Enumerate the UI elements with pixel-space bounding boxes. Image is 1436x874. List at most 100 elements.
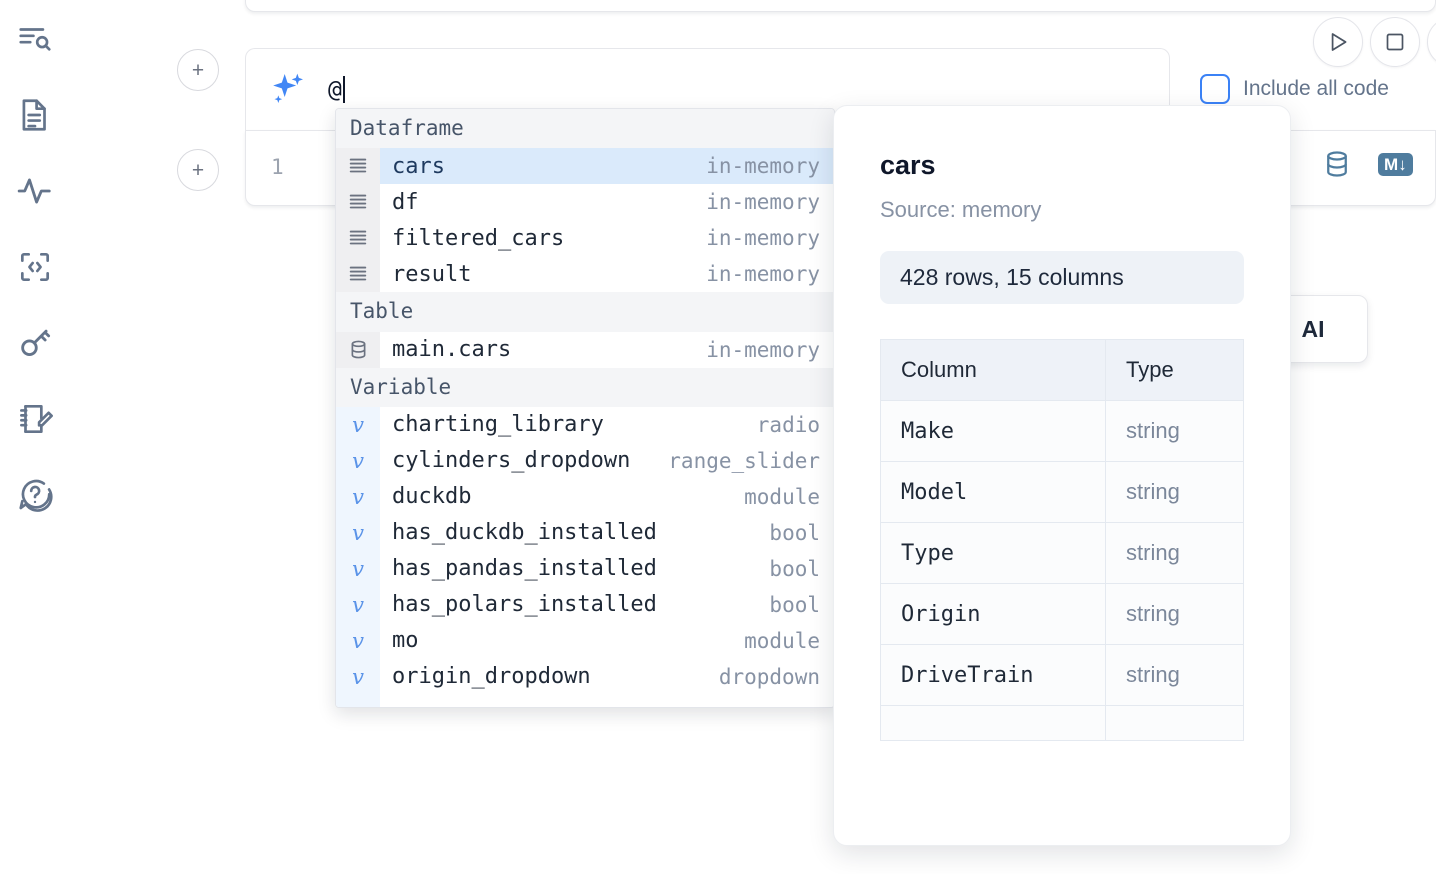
schema-column-type: string bbox=[1105, 461, 1244, 523]
more-options-button[interactable] bbox=[1427, 17, 1436, 67]
schema-column-name bbox=[879, 705, 1107, 741]
autocomplete-item-df[interactable]: df in-memory bbox=[336, 184, 834, 221]
schema-column-type: string bbox=[1105, 583, 1244, 645]
schema-column-type: string bbox=[1105, 522, 1244, 584]
schema-column-type: string bbox=[1105, 644, 1244, 706]
stop-button[interactable] bbox=[1370, 17, 1420, 67]
autocomplete-item-mo[interactable]: v mo module bbox=[336, 622, 834, 659]
activity-icon[interactable] bbox=[14, 170, 56, 212]
autocomplete-item-name: has_polars_installed bbox=[392, 592, 657, 618]
line-number: 1 bbox=[271, 155, 284, 179]
dataframe-icon bbox=[336, 220, 380, 257]
ai-prompt-input[interactable]: @ bbox=[328, 76, 345, 103]
autocomplete-item-filtered-cars[interactable]: filtered_cars in-memory bbox=[336, 220, 834, 257]
autocomplete-item-kind: in-memory bbox=[706, 190, 820, 215]
autocomplete-item-name: origin_dropdown bbox=[392, 664, 591, 690]
preview-title: cars bbox=[880, 150, 936, 180]
variable-icon: v bbox=[336, 406, 380, 443]
explore-outline-icon[interactable] bbox=[14, 18, 56, 60]
autocomplete-item-kind: in-memory bbox=[706, 226, 820, 251]
schema-column-name: Model bbox=[879, 461, 1107, 523]
text-caret bbox=[342, 76, 345, 103]
dataframe-icon bbox=[336, 256, 380, 293]
autocomplete-item-name: cars bbox=[392, 153, 445, 179]
add-cell-button-top[interactable]: + bbox=[177, 49, 219, 91]
autocomplete-item-name: mo bbox=[392, 628, 419, 654]
variable-icon: v bbox=[336, 622, 380, 659]
autocomplete-item-origin-dropdown[interactable]: v origin_dropdown dropdown bbox=[336, 658, 834, 695]
autocomplete-item-has-pandas-installed[interactable]: v has_pandas_installed bool bbox=[336, 550, 834, 587]
schema-column-name: Type bbox=[879, 522, 1107, 584]
markdown-icon[interactable]: M↓ bbox=[1377, 152, 1413, 176]
run-button[interactable] bbox=[1313, 17, 1363, 67]
autocomplete-item-kind: bool bbox=[769, 520, 820, 545]
autocomplete-group-label: Variable bbox=[336, 367, 834, 407]
autocomplete-item-kind: radio bbox=[756, 412, 820, 437]
autocomplete-group-label: Dataframe bbox=[336, 109, 834, 149]
sparkles-icon bbox=[268, 70, 308, 110]
schema-header-row: Column Type bbox=[879, 339, 1244, 401]
autocomplete-item-name: charting_library bbox=[392, 412, 604, 438]
autocomplete-item-kind: range_slider bbox=[668, 448, 820, 473]
database-icon bbox=[336, 331, 380, 368]
schema-table: Column Type Make string Model string Typ… bbox=[879, 339, 1244, 741]
include-all-code-checkbox[interactable] bbox=[1200, 74, 1230, 104]
autocomplete-item-name: cylinders_dropdown bbox=[392, 448, 631, 474]
variable-icon: v bbox=[336, 550, 380, 587]
autocomplete-item-name: filtered_cars bbox=[392, 225, 565, 251]
file-explorer-icon[interactable] bbox=[14, 94, 56, 136]
table-row: Model string bbox=[879, 461, 1244, 523]
dataframe-icon bbox=[336, 184, 380, 221]
autocomplete-item-kind: module bbox=[744, 628, 820, 653]
add-cell-button-bottom[interactable]: + bbox=[177, 149, 219, 191]
autocomplete-item-kind: in-memory bbox=[706, 262, 820, 287]
table-row: Type string bbox=[879, 522, 1244, 584]
help-icon[interactable] bbox=[14, 474, 56, 516]
autocomplete-item-kind: in-memory bbox=[706, 154, 820, 179]
dataframe-icon bbox=[336, 148, 380, 185]
variable-icon: v bbox=[336, 658, 380, 695]
autocomplete-item-main-cars[interactable]: main.cars in-memory bbox=[336, 331, 834, 368]
include-all-code-row[interactable]: Include all code bbox=[1200, 74, 1389, 104]
variable-icon: v bbox=[336, 442, 380, 479]
autocomplete-item-clipped[interactable]: v bbox=[336, 694, 834, 707]
autocomplete-item-has-duckdb-installed[interactable]: v has_duckdb_installed bool bbox=[336, 514, 834, 551]
preview-source: Source: memory bbox=[880, 197, 1042, 222]
autocomplete-item-name: main.cars bbox=[392, 337, 512, 363]
autocomplete-group-label: Table bbox=[336, 292, 834, 332]
autocomplete-item-duckdb[interactable]: v duckdb module bbox=[336, 478, 834, 515]
autocomplete-item-kind: module bbox=[744, 484, 820, 509]
secrets-key-icon[interactable] bbox=[14, 322, 56, 364]
table-row bbox=[879, 705, 1244, 741]
table-row: Make string bbox=[879, 400, 1244, 462]
mention-autocomplete-dropdown[interactable]: Dataframe cars in-memory df in-memory bbox=[335, 108, 835, 708]
dataframe-preview-panel: cars Source: memory 428 rows, 15 columns… bbox=[833, 105, 1291, 846]
code-snippets-icon[interactable] bbox=[14, 246, 56, 288]
schema-header-column: Column bbox=[879, 339, 1107, 401]
schema-column-name: Make bbox=[879, 400, 1107, 462]
previous-cell bbox=[245, 0, 1436, 12]
variable-icon: v bbox=[336, 514, 380, 551]
preview-shape-badge: 428 rows, 15 columns bbox=[880, 251, 1244, 304]
table-row: Origin string bbox=[879, 583, 1244, 645]
variable-icon: v bbox=[336, 478, 380, 515]
cell-type-icons: M↓ bbox=[1322, 149, 1413, 179]
autocomplete-item-cylinders-dropdown[interactable]: v cylinders_dropdown range_slider bbox=[336, 442, 834, 479]
autocomplete-item-name: result bbox=[392, 261, 472, 287]
autocomplete-item-result[interactable]: result in-memory bbox=[336, 256, 834, 293]
variable-icon: v bbox=[336, 694, 380, 707]
schema-column-type: string bbox=[1105, 400, 1244, 462]
autocomplete-item-name: has_duckdb_installed bbox=[392, 520, 657, 546]
autocomplete-item-kind: dropdown bbox=[718, 664, 820, 689]
autocomplete-item-name: has_pandas_installed bbox=[392, 556, 657, 582]
ai-prompt-value: @ bbox=[328, 76, 342, 103]
scratchpad-icon[interactable] bbox=[14, 398, 56, 440]
schema-column-name: DriveTrain bbox=[879, 644, 1107, 706]
autocomplete-item-charting-library[interactable]: v charting_library radio bbox=[336, 406, 834, 443]
autocomplete-item-has-polars-installed[interactable]: v has_polars_installed bool bbox=[336, 586, 834, 623]
database-icon[interactable] bbox=[1322, 149, 1352, 179]
left-icon-rail bbox=[0, 0, 70, 874]
autocomplete-item-kind: bool bbox=[769, 556, 820, 581]
autocomplete-item-cars[interactable]: cars in-memory bbox=[336, 148, 834, 185]
